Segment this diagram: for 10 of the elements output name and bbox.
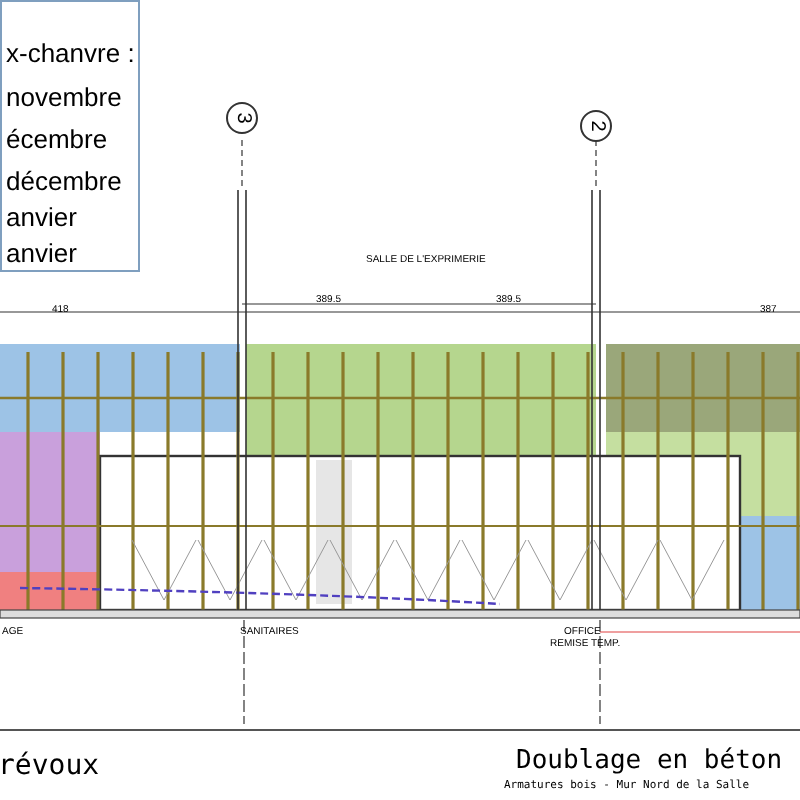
legend-text: écembre [6,126,108,152]
legend-text: x-chanvre : [6,40,135,66]
grid-marker: 2 [580,110,612,142]
place-name: révoux [0,752,100,780]
legend-text: décembre [6,168,122,194]
drawing-title: Doublage en béton [516,748,783,774]
legend-text: anvier [6,204,77,230]
legend-text: novembre [6,84,122,110]
legend-text: anvier [6,240,77,266]
grid-marker: 3 [226,102,258,134]
